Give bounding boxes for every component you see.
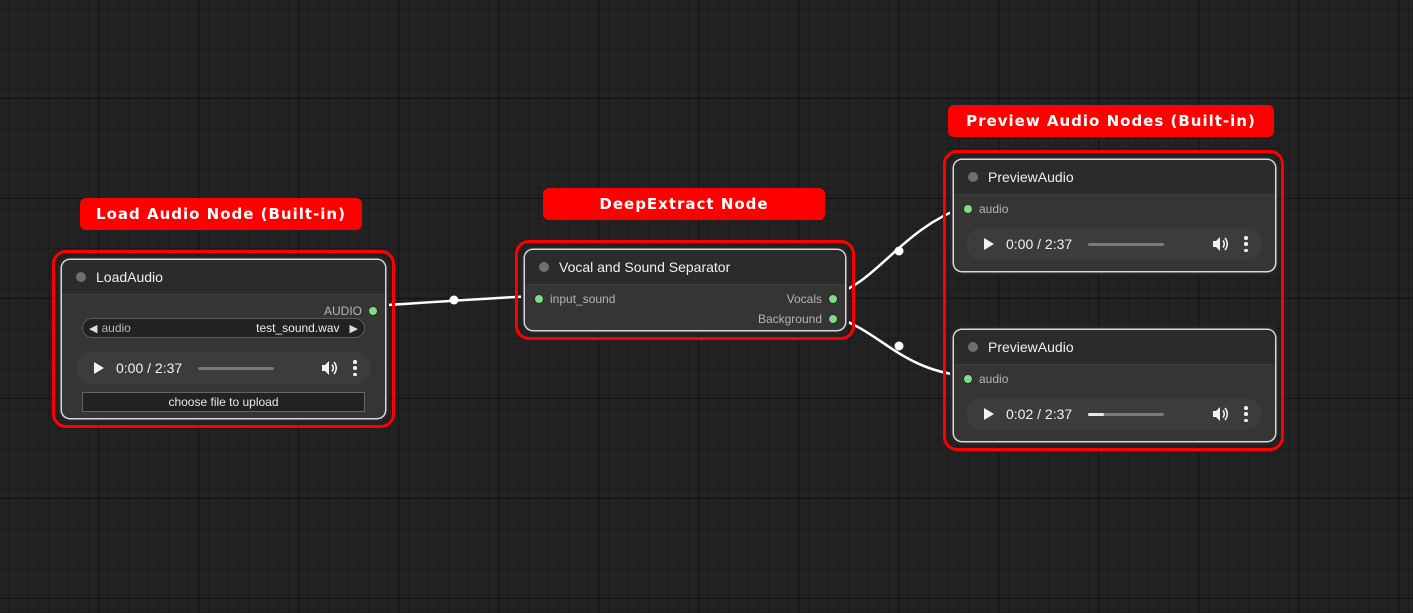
input-slot-label: audio xyxy=(979,202,1009,216)
play-icon[interactable] xyxy=(984,238,994,250)
player-time: 0:02 / 2:37 xyxy=(1006,406,1073,422)
play-icon[interactable] xyxy=(94,362,104,374)
audio-file-combo[interactable]: ◀ audio test_sound.wav ▶ xyxy=(82,318,365,338)
output-slot-row: AUDIO xyxy=(62,299,385,319)
input-slot-audio[interactable]: audio xyxy=(964,372,1008,386)
slot-row-1: input_sound Vocals xyxy=(525,287,845,307)
input-slot-dot-icon[interactable] xyxy=(964,375,972,383)
load-audio-highlight xyxy=(52,250,395,428)
node-title: PreviewAudio xyxy=(988,169,1074,185)
vocal-sound-separator-node[interactable]: Vocal and Sound Separator input_sound Vo… xyxy=(525,250,845,330)
seek-slider[interactable] xyxy=(1088,412,1165,416)
separator-node-header[interactable]: Vocal and Sound Separator xyxy=(525,250,845,285)
output-slot-dot-icon[interactable] xyxy=(829,315,837,323)
load-audio-node[interactable]: LoadAudio AUDIO ◀ audio test_sound.wav ▶… xyxy=(62,260,385,418)
seek-slider[interactable] xyxy=(1088,242,1165,246)
deepextract-annotation-label: DeepExtract Node xyxy=(543,188,825,220)
preview-annotation-label: Preview Audio Nodes (Built-in) xyxy=(948,105,1274,137)
choose-file-upload-button[interactable]: choose file to upload xyxy=(82,392,365,412)
preview-node-header[interactable]: PreviewAudio xyxy=(954,160,1275,195)
preview-node-header[interactable]: PreviewAudio xyxy=(954,330,1275,365)
link-midpoint-1[interactable] xyxy=(449,295,459,305)
input-slot-label: audio xyxy=(979,372,1009,386)
node-title: LoadAudio xyxy=(96,269,163,285)
more-vert-icon[interactable] xyxy=(1244,406,1248,422)
preview-audio-node-1[interactable]: PreviewAudio audio 0:00 / 2:37 xyxy=(954,160,1275,271)
output-slot-label: Background xyxy=(757,312,822,326)
output-slot-vocals[interactable]: Vocals xyxy=(787,292,837,306)
input-slot-dot-icon[interactable] xyxy=(535,295,543,303)
input-slot-dot-icon[interactable] xyxy=(964,205,972,213)
node-title: PreviewAudio xyxy=(988,339,1074,355)
node-status-dot-icon xyxy=(968,172,978,182)
node-title: Vocal and Sound Separator xyxy=(559,259,731,275)
combo-value[interactable]: test_sound.wav xyxy=(256,321,340,335)
output-slot-label: Vocals xyxy=(786,292,822,306)
audio-player[interactable]: 0:00 / 2:37 xyxy=(76,352,371,384)
input-slot-audio[interactable]: audio xyxy=(964,202,1008,216)
node-status-dot-icon xyxy=(539,262,549,272)
more-vert-icon[interactable] xyxy=(353,360,357,376)
preview-highlight xyxy=(943,150,1284,451)
player-time: 0:00 / 2:37 xyxy=(1006,236,1073,252)
volume-icon[interactable] xyxy=(1212,236,1230,252)
play-icon[interactable] xyxy=(984,408,994,420)
audio-player[interactable]: 0:02 / 2:37 xyxy=(966,398,1262,430)
input-slot-label: input_sound xyxy=(550,292,616,306)
output-slot-dot-icon[interactable] xyxy=(829,295,837,303)
player-time: 0:00 / 2:37 xyxy=(116,360,183,376)
output-slot-dot-icon[interactable] xyxy=(369,307,377,315)
link-audio-to-input-sound[interactable] xyxy=(371,294,537,308)
output-slot-audio[interactable]: AUDIO xyxy=(324,304,377,318)
node-status-dot-icon xyxy=(76,272,86,282)
deepextract-highlight xyxy=(515,240,855,340)
node-status-dot-icon xyxy=(968,342,978,352)
link-midpoint-3[interactable] xyxy=(894,341,904,351)
seek-slider-fill xyxy=(1088,412,1105,416)
volume-icon[interactable] xyxy=(321,360,339,376)
audio-player[interactable]: 0:00 / 2:37 xyxy=(966,228,1262,260)
load-audio-node-header[interactable]: LoadAudio xyxy=(62,260,385,295)
slot-row-2: Background xyxy=(525,307,845,327)
output-slot-background[interactable]: Background xyxy=(758,312,837,326)
more-vert-icon[interactable] xyxy=(1244,236,1248,252)
volume-icon[interactable] xyxy=(1212,406,1230,422)
combo-name: audio xyxy=(101,321,131,335)
combo-right-arrow-icon[interactable]: ▶ xyxy=(349,322,358,335)
input-slot-input-sound[interactable]: input_sound xyxy=(535,292,615,306)
output-slot-label: AUDIO xyxy=(323,304,362,318)
combo-left-arrow-icon[interactable]: ◀ xyxy=(89,322,98,335)
seek-slider[interactable] xyxy=(198,366,275,370)
preview-audio-node-2[interactable]: PreviewAudio audio 0:02 / 2:37 xyxy=(954,330,1275,441)
slot-row: audio xyxy=(954,197,1275,217)
load-audio-annotation-label: Load Audio Node (Built-in) xyxy=(80,198,362,230)
link-midpoint-2[interactable] xyxy=(894,246,904,256)
slot-row: audio xyxy=(954,367,1275,387)
